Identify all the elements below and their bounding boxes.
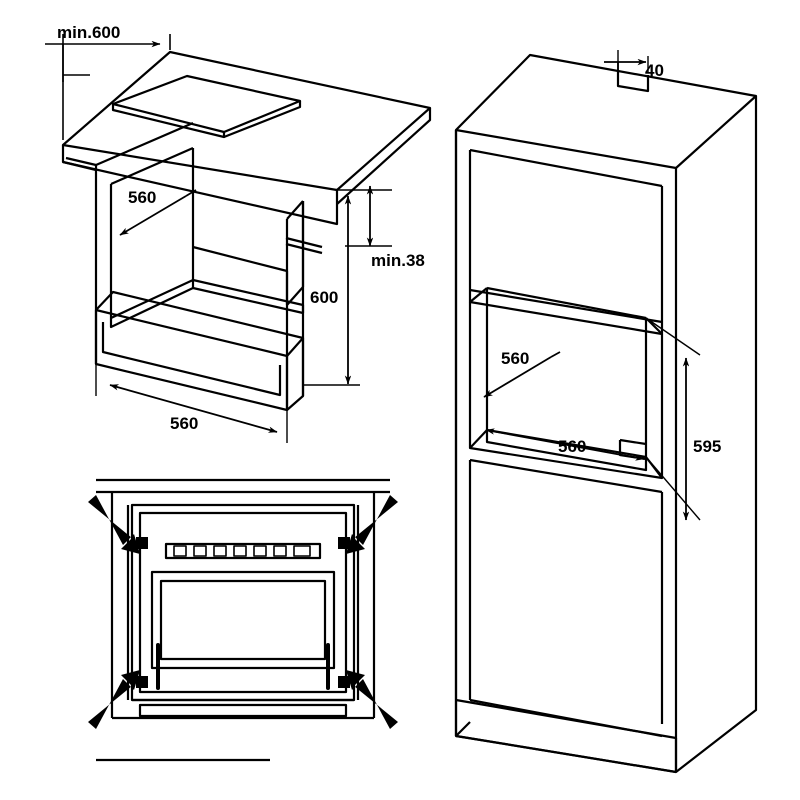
label-min600: min.600	[57, 23, 120, 42]
control-holes	[173, 545, 311, 557]
dim-560-depth	[119, 189, 197, 236]
fixing-arrows	[88, 495, 398, 729]
label-600: 600	[310, 288, 338, 307]
dim-min38	[337, 185, 392, 247]
dim-40	[604, 50, 649, 74]
label-40: 40	[645, 61, 664, 80]
worktop-slab	[61, 50, 432, 226]
dim-min600	[45, 34, 171, 140]
label-560-depth: 560	[128, 188, 156, 207]
top-left-view	[45, 34, 432, 443]
label-min38: min.38	[371, 251, 425, 270]
dim-560-width-right	[485, 428, 645, 461]
dim-595	[645, 317, 701, 521]
dim-600	[303, 195, 360, 386]
label-595: 595	[693, 437, 721, 456]
label-560-width: 560	[170, 414, 198, 433]
dim-560-depth-right	[483, 351, 561, 398]
label-560-depth-right: 560	[501, 349, 529, 368]
right-view	[454, 50, 758, 774]
dim-560-width	[95, 364, 288, 443]
label-560-width-right: 560	[558, 437, 586, 456]
bottom-left-view	[88, 478, 398, 762]
cabinet-carcass	[62, 121, 323, 412]
